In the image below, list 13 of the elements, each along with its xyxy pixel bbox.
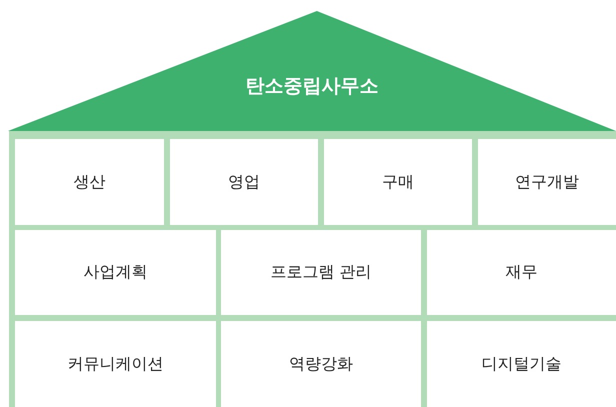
- department-cell: 구매: [324, 139, 472, 225]
- department-cell: 영업: [170, 139, 318, 225]
- department-cell: 사업계획: [15, 230, 216, 315]
- frame-box: [9, 131, 616, 407]
- department-cell: 커뮤니케이션: [15, 321, 216, 407]
- department-cell: 재무: [427, 230, 616, 315]
- title-text: 탄소중립사무소: [246, 74, 378, 99]
- department-cell: 디지털기술: [427, 321, 616, 407]
- department-cell: 역량강화: [221, 321, 421, 407]
- department-cell: 연구개발: [478, 139, 616, 225]
- department-cell: 생산: [15, 139, 164, 225]
- department-cell: 프로그램 관리: [221, 230, 421, 315]
- roof-triangle: [8, 11, 616, 131]
